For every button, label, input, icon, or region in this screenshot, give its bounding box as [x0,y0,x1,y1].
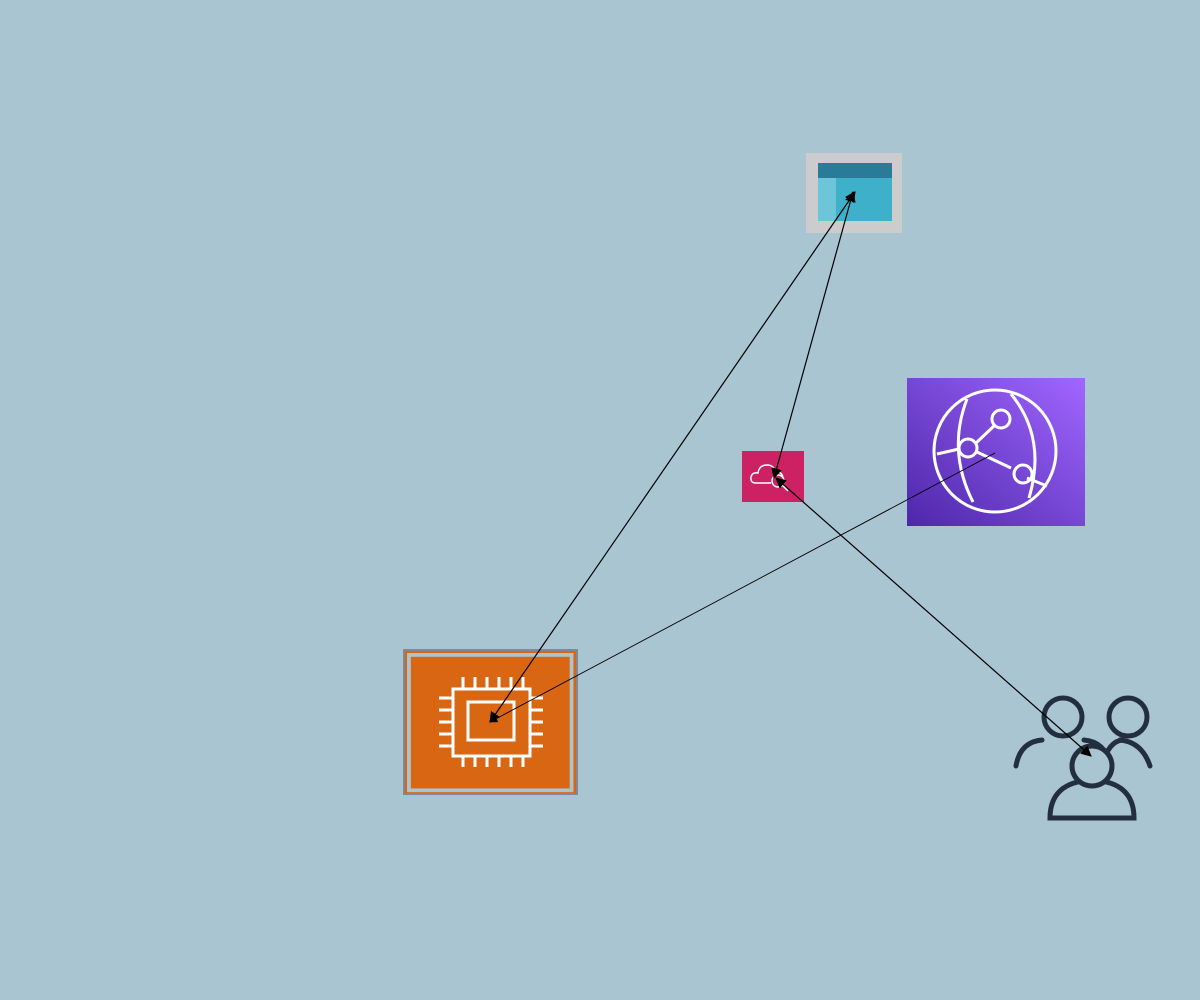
cloud-magnifier-icon[interactable] [742,451,804,502]
chip-icon[interactable] [403,649,578,795]
application-window-icon[interactable] [806,153,902,233]
connector-window-search[interactable] [771,190,856,480]
cloudfront-globe-icon[interactable] [907,378,1085,526]
users-group-icon[interactable] [1010,690,1172,824]
